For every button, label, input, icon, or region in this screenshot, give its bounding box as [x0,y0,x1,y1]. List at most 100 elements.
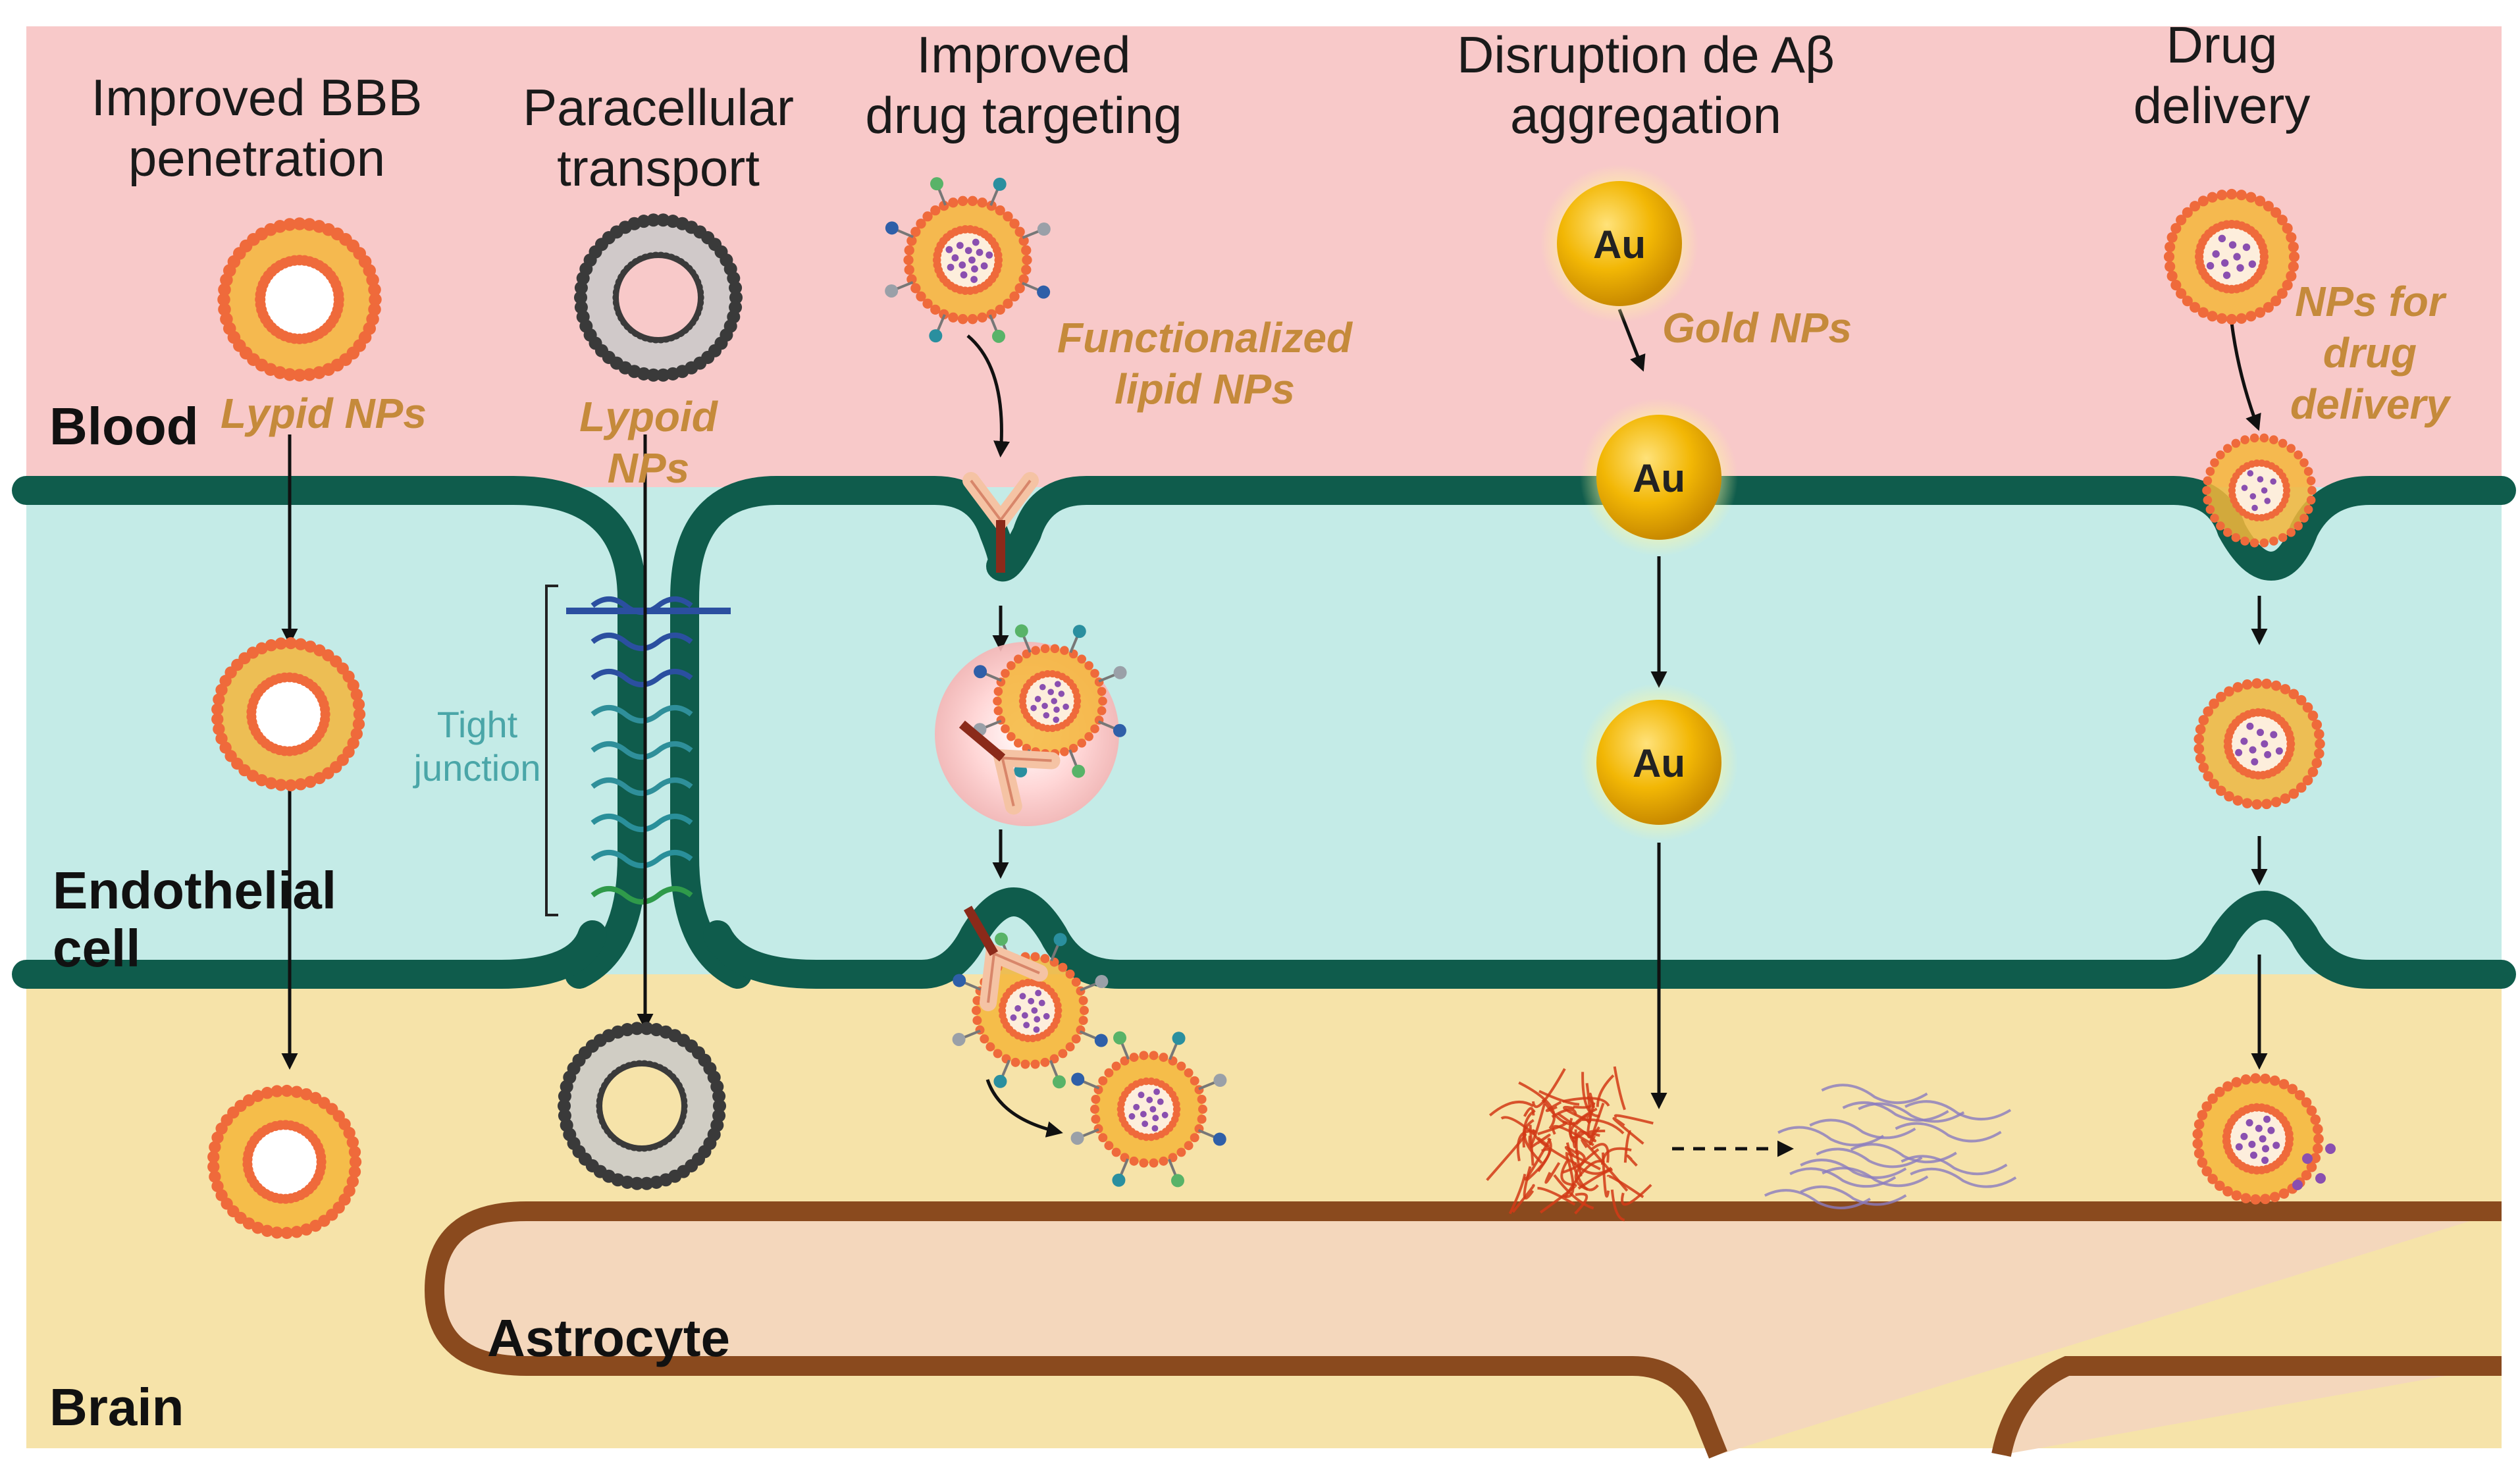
amyloid-fiber [1601,1152,1610,1198]
disaggregated-fiber [1822,1167,1929,1188]
receptor-basal [963,905,1048,1012]
disaggregated-fiber [1777,1126,1885,1147]
amyloid-fiber [1606,1174,1644,1199]
amyloid-fiber [1529,1124,1535,1166]
arrow-func-4 [985,1079,1063,1138]
svg-text:Au: Au [1633,741,1685,785]
astrocyte [424,1201,2502,1459]
delivery-np-endothelium [2193,678,2325,810]
functionalized-np-2 [993,644,1107,758]
amyloid-fiber [1544,1162,1561,1184]
gold-np-3: Au [1580,683,1738,841]
amyloid-aggregate [1486,1066,2017,1222]
amyloid-fiber [1614,1114,1654,1125]
functionalized-np-1 [903,196,1032,325]
disaggregated-fiber [1789,1167,1897,1188]
delivery-np-brain [2192,1073,2324,1205]
ligand-group [952,932,1109,1089]
disaggregated-fiber [1858,1102,1965,1123]
amyloid-fiber [1562,1154,1575,1198]
tight-junction [566,596,731,904]
amyloid-fiber [1560,1159,1576,1186]
gold-np-2: Au [1580,398,1738,556]
disaggregated-fiber [1800,1185,1907,1206]
nanoparticles [207,177,2336,1240]
amyloid-fiber [1581,1072,1600,1118]
amyloid-fiber [1553,1174,1594,1210]
amyloid-fiber [1545,1101,1562,1113]
tight-junction-strand [591,814,693,832]
functionalized-np-4 [1090,1051,1207,1168]
tight-junction-strand [591,777,693,796]
amyloid-fiber [1524,1138,1552,1181]
receptors [958,472,1061,1012]
amyloid-fiber [1621,1184,1652,1206]
svg-text:Au: Au [1593,223,1646,267]
amyloid-fiber [1552,1124,1594,1147]
amyloid-fiber [1582,1118,1625,1135]
label-brain: Brain [49,1378,184,1436]
arrow-delivery-1 [2230,322,2261,431]
amyloid-fiber [1562,1149,1586,1174]
amyloid-fiber [1574,1192,1588,1215]
delivery-np-blood [2163,188,2300,325]
amyloid-fiber [1562,1097,1610,1107]
disaggregated-fiber [1800,1159,1907,1179]
amyloid-fiber [1581,1139,1629,1192]
label-gold-nps: Gold NPs [1662,304,1852,352]
delivery-np-membrane [2202,433,2317,548]
amyloid-fiber [1588,1103,1605,1145]
amyloid-fiber [1613,1066,1626,1111]
disaggregated-fiber [1901,1155,2008,1176]
amyloid-fiber [1537,1186,1576,1206]
receptor-membrane [962,472,1039,573]
tight-junction-strand [591,741,693,760]
tight-junction-strand [591,886,693,904]
endothelial-membrane-top [670,476,2516,989]
endothelial-membrane-bottom [703,887,2516,989]
disaggregated-fiber [1821,1084,1928,1105]
amyloid-fiber [1531,1068,1566,1109]
disaggregated-fiber [1910,1167,2017,1188]
ligand-group [885,177,1051,343]
endothelial-membrane-left-bottom [12,920,607,989]
amyloid-fiber [1574,1148,1600,1191]
amyloid-fiber [1585,1083,1592,1124]
amyloid-fiber [1588,1129,1606,1137]
amyloid-fiber [1610,1190,1625,1222]
lipid-np-brain [207,1084,362,1240]
amyloid-fiber [1522,1109,1536,1148]
disaggregated-fiber [1816,1147,1923,1168]
arrows [281,309,2268,1157]
amyloid-fiber [1508,1174,1527,1215]
amyloid-fiber [1612,1116,1644,1145]
tight-junction-strand [591,850,693,868]
disaggregated-fiber [1764,1189,1871,1209]
disaggregated-fiber [1809,1118,1916,1140]
endothelial-membrane-left-top [12,476,646,989]
disaggregated-fiber [1904,1100,2012,1120]
tight-junction-strand [591,669,693,687]
amyloid-fiber [1590,1143,1610,1163]
amyloid-fiber [1573,1162,1612,1175]
disaggregated-fiber [1842,1101,1949,1122]
disaggregated-fiber [1895,1122,2002,1143]
amyloid-fiber [1511,1184,1535,1213]
amyloid-fiber [1626,1154,1638,1167]
amyloid-fiber [1596,1074,1615,1107]
svg-text:Au: Au [1633,456,1685,500]
label-blood: Blood [49,397,199,456]
tight-junction-strand [591,705,693,723]
receptor-endosome [958,720,1061,815]
amyloid-fiber [1565,1151,1601,1170]
blood-region [26,26,2502,487]
amyloid-fiber [1488,1100,1535,1116]
